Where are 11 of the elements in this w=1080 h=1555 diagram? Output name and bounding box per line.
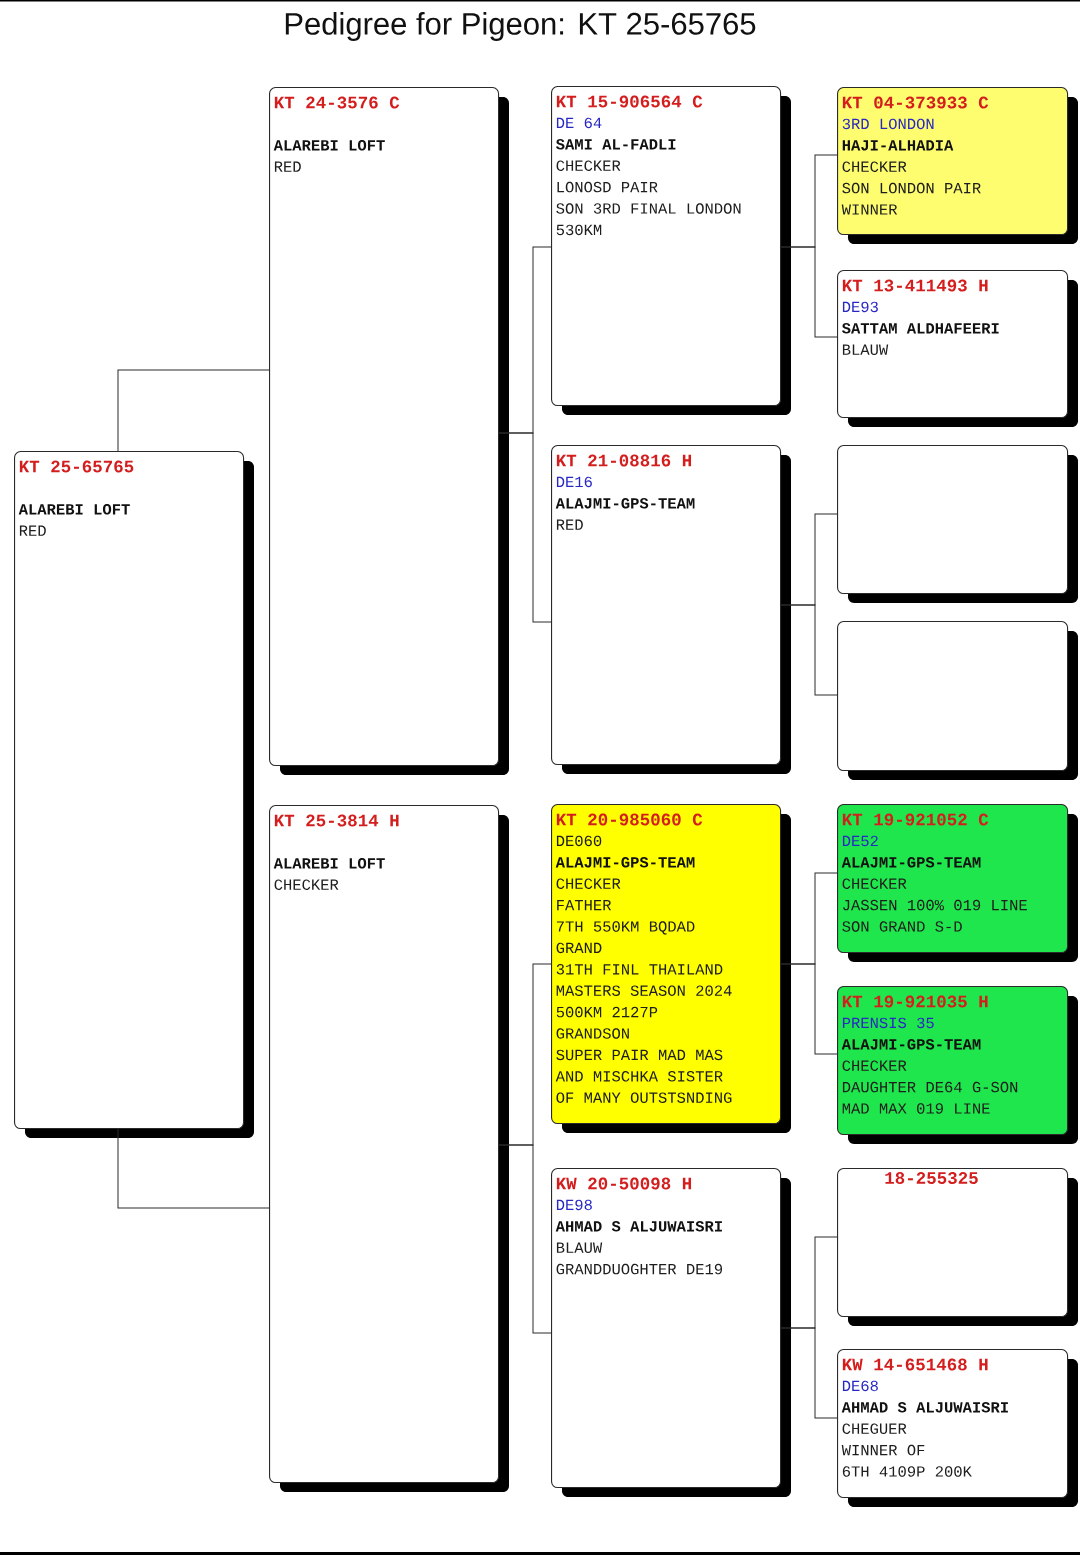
- connector-line: [117, 369, 270, 452]
- title: Pedigree for Pigeon: KT 25-65765: [285, 12, 756, 41]
- connector-line: [117, 1128, 270, 1209]
- connector-line: [780, 246, 838, 338]
- pedigree-card: [837, 621, 1078, 780]
- connector-line: [498, 1144, 552, 1334]
- connector-line: [780, 604, 838, 696]
- connector-line: [780, 963, 838, 1055]
- pedigree-card: [837, 445, 1078, 603]
- connector-line: [780, 1327, 838, 1419]
- connector-line: [498, 432, 552, 623]
